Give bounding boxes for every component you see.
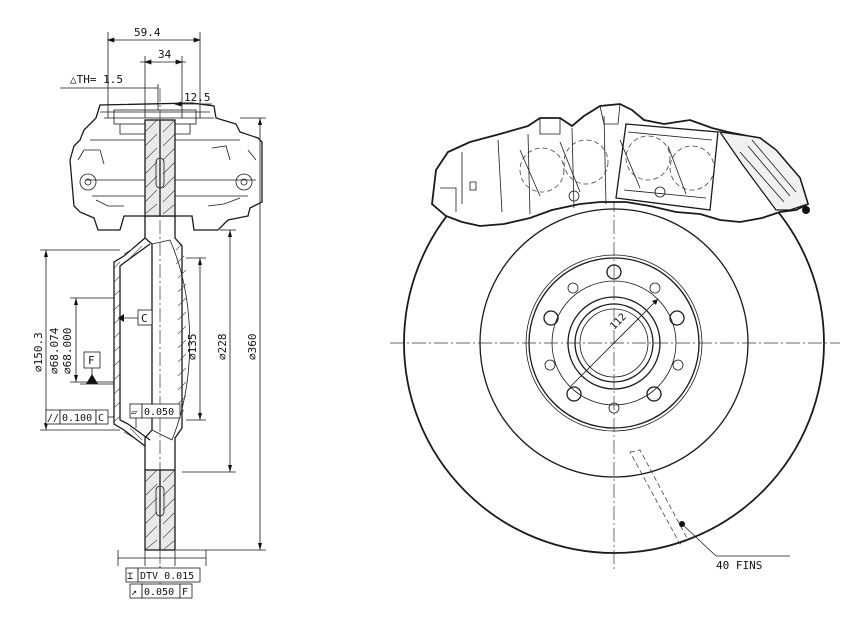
dim-disc-outer-diameter: ∅360 [246, 334, 259, 361]
runout-datum: F [182, 587, 188, 598]
dim-friction-inner-diameter: ∅135 [186, 334, 199, 361]
parallelism-datum: C [98, 413, 104, 424]
flatness-frame [129, 403, 181, 428]
dim-bell-outer-diameter: ∅150.3 [32, 332, 45, 372]
dtv-symbol: ⌶ [127, 571, 133, 582]
runout-symbol: ↗ [131, 587, 137, 598]
caliper-side-outline [69, 102, 263, 231]
fins-callout: 40 FINS [716, 559, 762, 572]
top-dimensions [60, 32, 212, 118]
runout-frame [129, 583, 193, 599]
datum-f-marker [80, 351, 114, 385]
dim-pad-width: 34 [158, 48, 172, 61]
caliper-front-outline [431, 103, 810, 227]
bell-section [113, 237, 151, 447]
parallelism-symbol: // [47, 413, 59, 424]
diameter-dimension-lines [40, 117, 266, 551]
flatness-value: 0.050 [144, 407, 174, 418]
parallelism-value: 0.100 [62, 413, 92, 424]
dim-hub-bore-lower: ∅68.000 [61, 328, 74, 374]
runout-value: 0.050 [144, 587, 174, 598]
bottom-extension-lines [117, 550, 207, 572]
datum-f-label: F [88, 354, 95, 367]
dim-hub-bore-upper: ∅68.074 [48, 327, 61, 374]
datum-c-marker [118, 309, 153, 326]
section-view: 59.4 34 △TH= 1.5 12.5 [32, 26, 266, 599]
dim-thickness-variation: △TH= 1.5 [70, 73, 123, 86]
dim-caliper-width: 59.4 [134, 26, 161, 39]
front-view: 112 40 FINS [390, 103, 840, 572]
dim-friction-mid-diameter: ∅228 [216, 334, 229, 361]
datum-c-label: C [141, 312, 148, 325]
dim-pcd: 112 [608, 312, 629, 333]
flatness-symbol: ▱ [131, 407, 137, 418]
dim-disc-offset: 12.5 [184, 91, 211, 104]
disc-section [144, 119, 191, 551]
dtv-label: DTV 0.015 [140, 571, 194, 582]
dtv-frame [125, 567, 201, 583]
parallelism-frame [45, 409, 114, 425]
